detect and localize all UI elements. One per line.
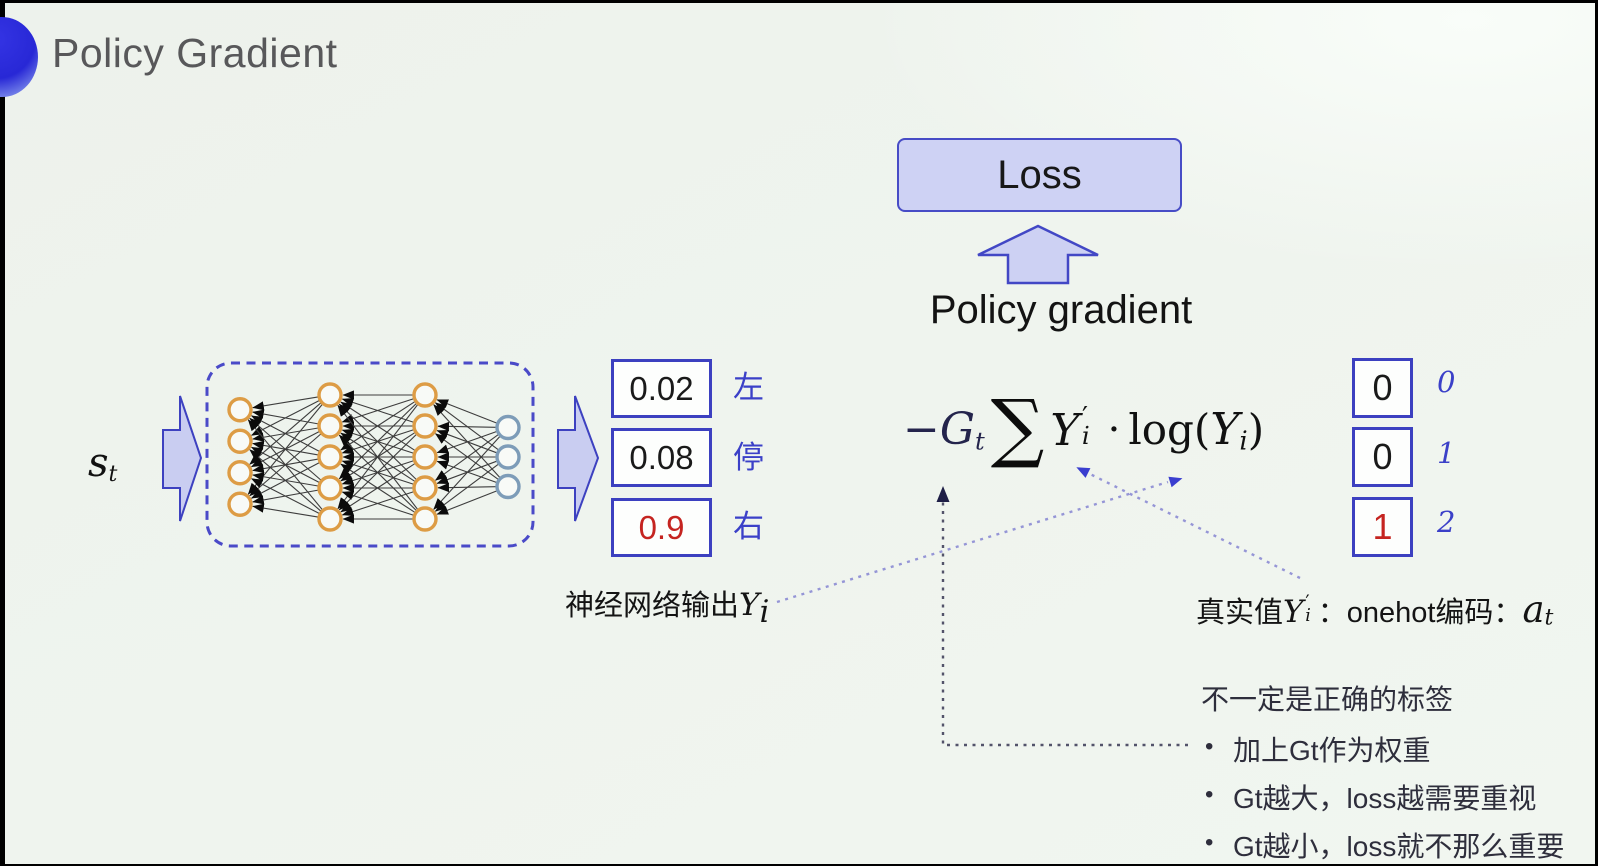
onehot-to-Yprime-line — [1085, 470, 1301, 580]
slide-title: Policy Gradient — [52, 30, 338, 76]
network-output-caption-math: Y — [739, 587, 760, 623]
state-base: s — [88, 440, 109, 486]
output-value-1: 0.08 — [629, 438, 694, 476]
formula-minus: − — [903, 404, 940, 456]
onehot-box-0: 0 — [1352, 358, 1413, 418]
output-box-0: 0.02 — [611, 359, 712, 418]
output-arrow — [557, 395, 600, 522]
state-label: st — [88, 440, 117, 487]
bullet-dot-2: • — [1205, 829, 1214, 856]
slide-background — [5, 3, 1595, 864]
bullet-dot-1: • — [1205, 781, 1214, 808]
output-value-0: 0.02 — [629, 369, 694, 407]
formula-log-open: log( — [1128, 404, 1211, 454]
output-value-2: 0.9 — [638, 508, 685, 546]
onehot-caption-middle: ：onehot编码： — [1317, 597, 1523, 629]
onehot-value-2: 1 — [1372, 506, 1393, 547]
onehot-caption-math: Y — [1283, 594, 1304, 630]
onehot-index-1: 1 — [1437, 436, 1456, 470]
formula-y-prime-term: Y′i — [1050, 401, 1099, 456]
onehot-box-1: 0 — [1352, 427, 1413, 487]
output-box-2: 0.9 — [611, 498, 712, 557]
onehot-index-2: 2 — [1437, 505, 1456, 539]
formula-G-sub: t — [975, 427, 985, 456]
formula-Y2: Y — [1210, 403, 1240, 455]
gt-weight-arrowhead — [936, 486, 950, 502]
state-sub: t — [108, 461, 118, 487]
formula-G: G — [939, 404, 976, 456]
note-text-1: Gt越大，loss越需要重视 — [1233, 783, 1537, 814]
onehot-caption-prefix: 真实值 — [1196, 597, 1284, 629]
network-output-caption: 神经网络输出Yi — [565, 582, 769, 630]
input-arrow — [162, 395, 203, 522]
formula-Y-sub: i — [1081, 421, 1090, 451]
note-text-2: Gt越小，loss就不那么重要 — [1233, 831, 1565, 862]
formula-Y: Y — [1050, 404, 1080, 456]
onehot-caption-at: a — [1522, 588, 1545, 631]
formula-dot: · — [1107, 407, 1121, 453]
loss-box: Loss — [897, 138, 1182, 212]
onehot-value-0: 0 — [1372, 367, 1393, 408]
output-box-1: 0.08 — [611, 428, 712, 487]
onehot-box-2: 1 — [1352, 497, 1413, 557]
formula-log-term: log(Yi) — [1128, 404, 1264, 457]
neural-network — [227, 382, 521, 532]
action-label-1: 停 — [733, 440, 764, 475]
network-output-caption-math-sub: i — [759, 593, 770, 630]
formula-Y2-sub: i — [1239, 426, 1248, 457]
note-text-0: 加上Gt作为权重 — [1233, 735, 1431, 766]
netout-to-logY-line — [776, 480, 1169, 604]
onehot-index-0: 0 — [1437, 365, 1456, 399]
netout-to-logY-arrowhead — [1168, 476, 1183, 488]
loss-up-arrow — [977, 224, 1099, 285]
onehot-caption-at-sub: t — [1544, 605, 1554, 631]
network-output-caption-text: 神经网络输出 — [565, 590, 740, 622]
formula-coefficient: −Gt — [903, 404, 985, 455]
onehot-caption-prime: ′ — [1305, 591, 1310, 613]
loss-formula: −Gt ∑ Y′i · log(Yi) — [903, 383, 1264, 474]
formula-prime: ′ — [1081, 401, 1088, 433]
formula-log-close: ) — [1247, 404, 1265, 454]
formula-sum-symbol: ∑ — [990, 383, 1045, 471]
policy-gradient-caption: Policy gradient — [929, 288, 1193, 332]
onehot-caption: 真实值Y′i ：onehot编码：at — [1196, 588, 1553, 631]
bullet-dot-0: • — [1205, 733, 1214, 760]
gt-weight-arrow-line — [941, 500, 1188, 747]
loss-label: Loss — [997, 152, 1082, 197]
action-label-2: 右 — [733, 509, 764, 544]
notes-heading: 不一定是正确的标签 — [1201, 684, 1454, 715]
onehot-to-Yprime-arrowhead — [1076, 467, 1091, 478]
onehot-value-1: 0 — [1372, 436, 1393, 477]
action-label-0: 左 — [733, 370, 764, 405]
onehot-caption-sub: i — [1305, 606, 1311, 627]
network-box — [205, 361, 535, 548]
